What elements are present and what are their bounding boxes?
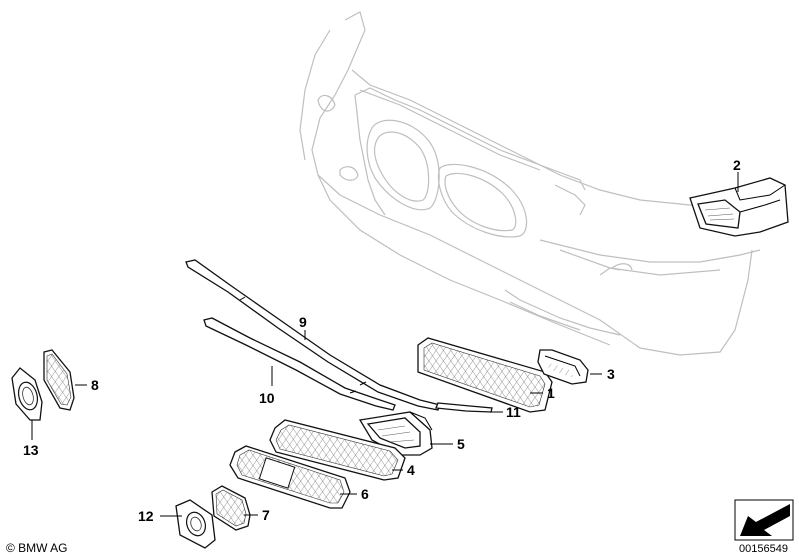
leader-lines	[31, 172, 739, 517]
callout-13: 13	[23, 442, 39, 458]
part-6-center-lower-grille[interactable]	[229, 445, 351, 509]
part-12-fog-light-frame[interactable]	[175, 499, 216, 549]
callout-5: 5	[457, 436, 465, 452]
callout-6: 6	[361, 486, 369, 502]
callout-11: 11	[506, 404, 521, 420]
copyright-text: © BMW AG	[6, 541, 68, 555]
part-13-fog-light-ring[interactable]	[11, 367, 43, 421]
callout-labels: 2 3 1 11 5 4 6 7 12 8 13 9 10	[23, 157, 741, 524]
callout-1: 1	[547, 385, 555, 401]
part-10-lower-trim-strip[interactable]	[203, 317, 396, 411]
direction-arrow-icon	[734, 499, 794, 541]
front-bumper-outline	[299, 11, 761, 356]
callout-9: 9	[299, 314, 307, 330]
callout-7: 7	[262, 507, 270, 523]
callout-2: 2	[733, 157, 741, 173]
part-7-small-side-grille[interactable]	[211, 485, 251, 531]
part-8-side-grille[interactable]	[43, 349, 75, 411]
callout-3: 3	[607, 366, 615, 382]
callout-12: 12	[138, 508, 154, 524]
callout-8: 8	[91, 377, 99, 393]
part-1-right-grille[interactable]	[417, 337, 553, 413]
part-11-small-trim-strip[interactable]	[435, 402, 493, 413]
callout-4: 4	[407, 462, 415, 478]
reference-number: 00156549	[739, 543, 788, 555]
part-5-air-guide[interactable]	[358, 411, 433, 456]
part-2-air-duct[interactable]	[689, 177, 789, 237]
part-4-center-upper-grille[interactable]	[269, 419, 406, 481]
part-3-fog-light-cover[interactable]	[537, 349, 589, 385]
callout-10: 10	[259, 390, 275, 406]
